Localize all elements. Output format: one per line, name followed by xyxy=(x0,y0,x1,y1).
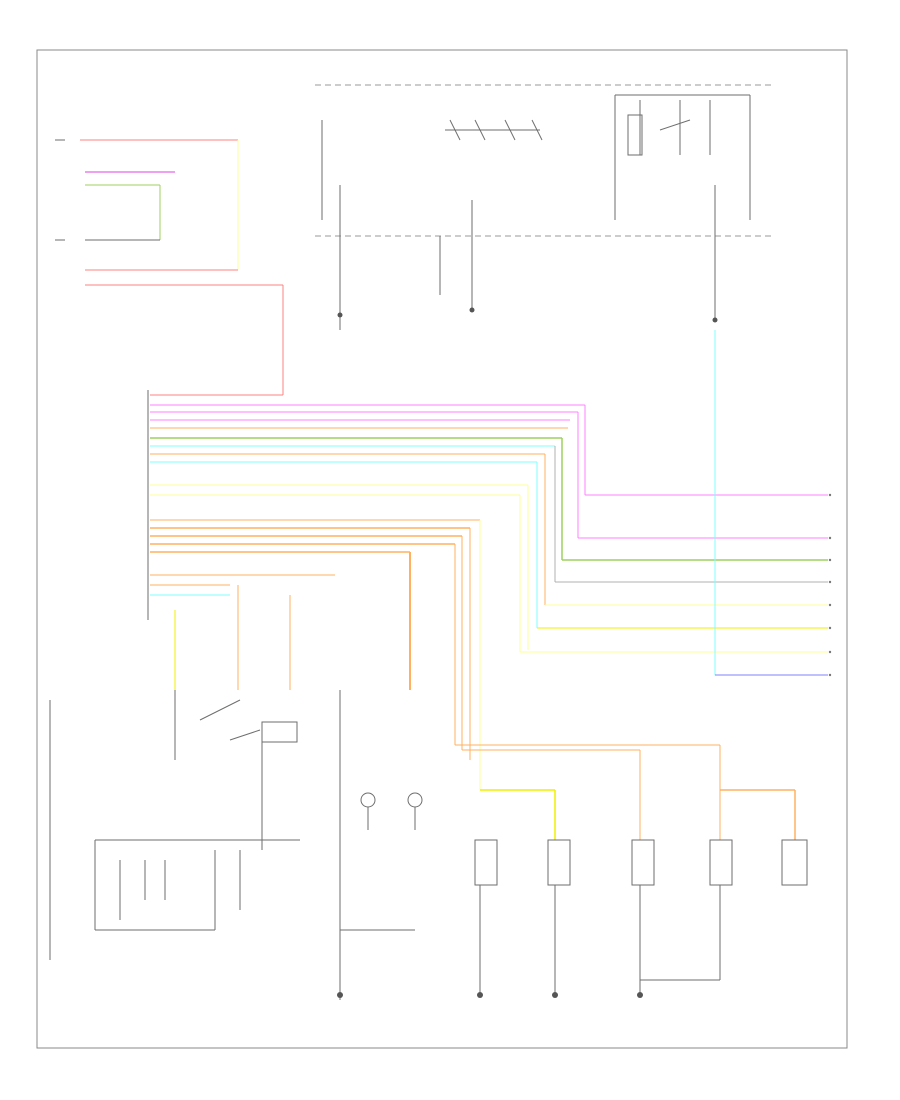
ground-g5 xyxy=(477,992,483,998)
diagram-frame xyxy=(36,49,848,1049)
headlamp-switch xyxy=(49,690,300,960)
right-terminals xyxy=(828,493,832,677)
top-left-lamps xyxy=(55,139,284,396)
ground-g4 xyxy=(337,992,343,998)
ground-g7 xyxy=(637,992,643,998)
relay-block xyxy=(614,94,751,220)
ground-g2 xyxy=(469,307,475,313)
lamp-modules xyxy=(474,839,808,995)
ground-g3 xyxy=(712,317,718,323)
ground-g1 xyxy=(337,312,343,318)
wire-harness xyxy=(150,330,828,690)
ground-g6 xyxy=(552,992,558,998)
lamp-drops xyxy=(174,520,796,840)
center-lamps xyxy=(360,792,423,830)
ignition-switch xyxy=(445,119,543,141)
